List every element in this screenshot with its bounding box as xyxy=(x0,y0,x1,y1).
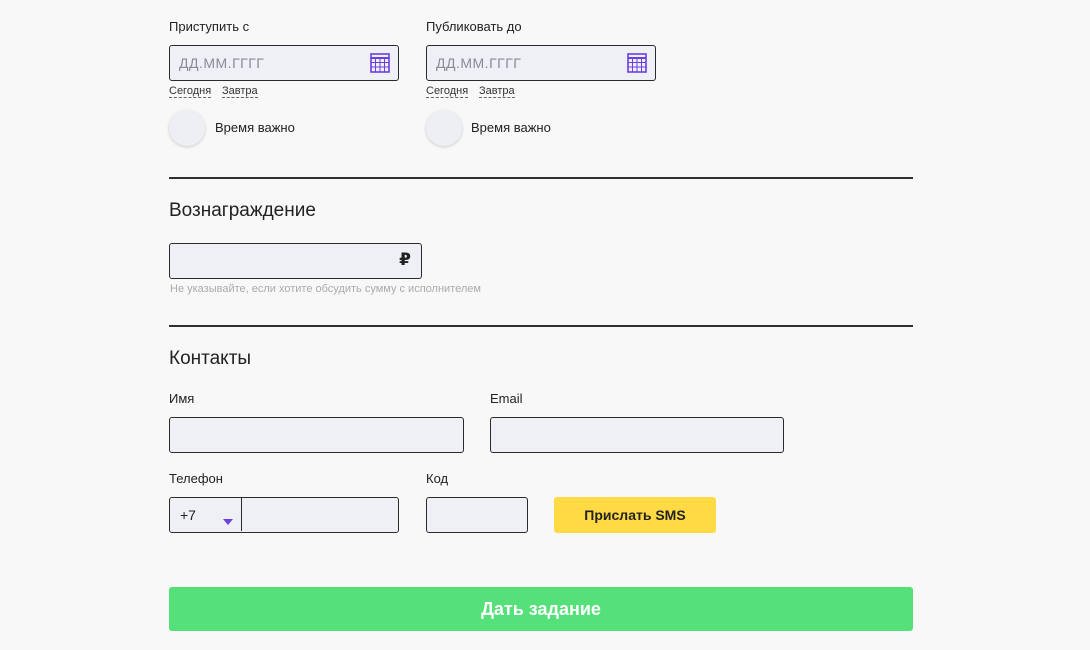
chevron-down-icon xyxy=(223,512,233,530)
start-date-input[interactable]: ДД.ММ.ГГГГ xyxy=(169,45,399,81)
name-input[interactable] xyxy=(169,417,464,453)
start-time-toggle[interactable] xyxy=(169,110,205,146)
email-label: Email xyxy=(490,391,523,406)
country-code-select[interactable]: +7 xyxy=(170,498,242,531)
publish-time-label: Время важно xyxy=(471,120,551,135)
email-input[interactable] xyxy=(490,417,784,453)
send-sms-button[interactable]: Прислать SMS xyxy=(554,497,716,533)
start-tomorrow-link[interactable]: Завтра xyxy=(222,85,258,98)
publish-time-toggle[interactable] xyxy=(426,110,462,146)
code-input[interactable] xyxy=(426,497,528,533)
reward-hint: Не указывайте, если хотите обсудить сумм… xyxy=(170,283,481,295)
reward-title: Вознаграждение xyxy=(169,200,316,221)
name-label: Имя xyxy=(169,391,195,406)
divider xyxy=(169,177,913,179)
divider xyxy=(169,325,913,327)
country-code-value: +7 xyxy=(180,507,196,523)
publish-date-input[interactable]: ДД.ММ.ГГГГ xyxy=(426,45,656,81)
publish-tomorrow-link[interactable]: Завтра xyxy=(479,85,515,98)
ruble-icon: ₽ xyxy=(399,250,411,269)
contacts-title: Контакты xyxy=(169,348,252,369)
phone-field: +7 xyxy=(169,497,399,533)
phone-input[interactable] xyxy=(242,498,398,531)
calendar-icon[interactable] xyxy=(627,53,647,78)
start-date-placeholder: ДД.ММ.ГГГГ xyxy=(179,55,265,71)
calendar-icon[interactable] xyxy=(370,53,390,78)
publish-today-link[interactable]: Сегодня xyxy=(426,85,469,98)
publish-date-placeholder: ДД.ММ.ГГГГ xyxy=(436,55,522,71)
publish-date-label: Публиковать до xyxy=(426,19,522,34)
phone-label: Телефон xyxy=(169,471,223,486)
start-time-label: Время важно xyxy=(215,120,295,135)
code-label: Код xyxy=(426,471,449,486)
start-date-label: Приступить с xyxy=(169,19,250,34)
start-today-link[interactable]: Сегодня xyxy=(169,85,212,98)
submit-task-button[interactable]: Дать задание xyxy=(169,587,913,631)
reward-input[interactable]: ₽ xyxy=(169,243,422,279)
